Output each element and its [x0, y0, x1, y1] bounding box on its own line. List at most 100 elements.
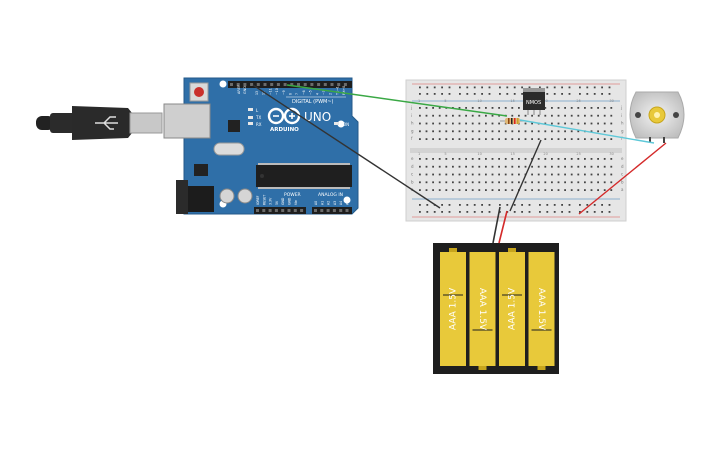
breadboard-hole[interactable]	[478, 189, 481, 191]
breadboard-hole[interactable]	[458, 114, 461, 117]
breadboard-hole[interactable]	[448, 86, 451, 89]
breadboard-hole[interactable]	[499, 86, 501, 89]
dc-motor[interactable]	[629, 91, 685, 143]
breadboard-hole[interactable]	[521, 204, 523, 206]
breadboard-hole[interactable]	[498, 122, 500, 125]
header-pin-hole[interactable]	[256, 83, 260, 86]
header-pin-hole[interactable]	[256, 209, 259, 212]
breadboard-hole[interactable]	[465, 130, 467, 133]
breadboard-hole[interactable]	[513, 211, 516, 213]
wire-black-transistor[interactable]	[509, 139, 542, 212]
breadboard-hole[interactable]	[513, 86, 516, 89]
breadboard-hole[interactable]	[425, 114, 428, 117]
breadboard-hole[interactable]	[438, 107, 441, 109]
breadboard-hole[interactable]	[438, 158, 441, 160]
breadboard-hole[interactable]	[544, 114, 547, 117]
breadboard-hole[interactable]	[485, 181, 487, 184]
breadboard-hole[interactable]	[608, 86, 611, 89]
breadboard-hole[interactable]	[568, 204, 571, 206]
header-pin-hole[interactable]	[262, 209, 266, 212]
breadboard-hole[interactable]	[498, 130, 500, 133]
header-pin-hole[interactable]	[300, 209, 304, 212]
breadboard-hole[interactable]	[531, 189, 533, 191]
breadboard-hole[interactable]	[544, 138, 547, 140]
breadboard-hole[interactable]	[579, 93, 581, 95]
breadboard-holes[interactable]	[419, 86, 613, 213]
breadboard-hole[interactable]	[511, 114, 514, 117]
breadboard-hole[interactable]	[432, 165, 434, 168]
breadboard-hole[interactable]	[419, 138, 421, 140]
breadboard-hole[interactable]	[553, 86, 556, 89]
breadboard-hole[interactable]	[432, 130, 434, 133]
breadboard-hole[interactable]	[478, 138, 481, 140]
breadboard-hole[interactable]	[498, 173, 500, 176]
breadboard-hole[interactable]	[471, 165, 474, 168]
breadboard-hole[interactable]	[544, 181, 547, 184]
breadboard-hole[interactable]	[557, 173, 560, 176]
breadboard-hole[interactable]	[597, 138, 599, 140]
breadboard-hole[interactable]	[452, 189, 454, 191]
breadboard-hole[interactable]	[419, 114, 421, 117]
breadboard-hole[interactable]	[499, 211, 501, 213]
breadboard-hole[interactable]	[590, 130, 593, 133]
breadboard-hole[interactable]	[504, 165, 507, 168]
breadboard-hole[interactable]	[584, 173, 586, 176]
breadboard-hole[interactable]	[458, 181, 461, 184]
breadboard-hole[interactable]	[488, 211, 491, 213]
breadboard-hole[interactable]	[597, 114, 599, 117]
breadboard-hole[interactable]	[466, 204, 469, 206]
breadboard-hole[interactable]	[564, 122, 566, 125]
breadboard-hole[interactable]	[513, 204, 516, 206]
breadboard-hole[interactable]	[452, 138, 454, 140]
breadboard-hole[interactable]	[511, 158, 514, 160]
breadboard-hole[interactable]	[557, 138, 560, 140]
breadboard-hole[interactable]	[577, 173, 580, 176]
breadboard-hole[interactable]	[511, 189, 514, 191]
breadboard-hole[interactable]	[518, 130, 520, 133]
breadboard-hole[interactable]	[441, 86, 443, 89]
breadboard-hole[interactable]	[551, 181, 553, 184]
breadboard-hole[interactable]	[561, 211, 563, 213]
breadboard-hole[interactable]	[459, 86, 461, 89]
breadboard-hole[interactable]	[551, 138, 553, 140]
breadboard-hole[interactable]	[458, 158, 461, 160]
breadboard-hole[interactable]	[551, 173, 553, 176]
breadboard-hole[interactable]	[546, 211, 549, 213]
breadboard-hole[interactable]	[491, 165, 494, 168]
header-pin-hole[interactable]	[293, 209, 297, 212]
breadboard-hole[interactable]	[521, 93, 523, 95]
breadboard-hole[interactable]	[438, 130, 441, 133]
breadboard-hole[interactable]	[448, 211, 451, 213]
breadboard-hole[interactable]	[425, 165, 428, 168]
breadboard-hole[interactable]	[473, 86, 476, 89]
breadboard-hole[interactable]	[551, 189, 553, 191]
header-pin-hole[interactable]	[287, 209, 291, 212]
breadboard-hole[interactable]	[419, 93, 421, 95]
breadboard-hole[interactable]	[603, 173, 606, 176]
breadboard-hole[interactable]	[579, 204, 581, 206]
breadboard-hole[interactable]	[511, 138, 514, 140]
wire-red-battery[interactable]	[498, 210, 508, 244]
breadboard-hole[interactable]	[432, 107, 434, 109]
breadboard-hole[interactable]	[458, 189, 461, 191]
breadboard-hole[interactable]	[597, 173, 599, 176]
breadboard-hole[interactable]	[570, 173, 573, 176]
breadboard-hole[interactable]	[506, 86, 509, 89]
breadboard-hole[interactable]	[419, 130, 421, 133]
breadboard-hole[interactable]	[577, 165, 580, 168]
breadboard-hole[interactable]	[441, 93, 443, 95]
breadboard-hole[interactable]	[478, 181, 481, 184]
breadboard-hole[interactable]	[491, 130, 494, 133]
header-pin-hole[interactable]	[337, 83, 341, 86]
breadboard-hole[interactable]	[590, 107, 593, 109]
wire-black-battery[interactable]	[492, 206, 501, 244]
breadboard-hole[interactable]	[593, 211, 596, 213]
breadboard-hole[interactable]	[551, 130, 553, 133]
breadboard-hole[interactable]	[546, 86, 549, 89]
breadboard-hole[interactable]	[478, 165, 481, 168]
breadboard-hole[interactable]	[425, 173, 428, 176]
breadboard-hole[interactable]	[432, 114, 434, 117]
wire-black-arduino-gnd[interactable]	[252, 84, 441, 209]
breadboard-hole[interactable]	[590, 158, 593, 160]
